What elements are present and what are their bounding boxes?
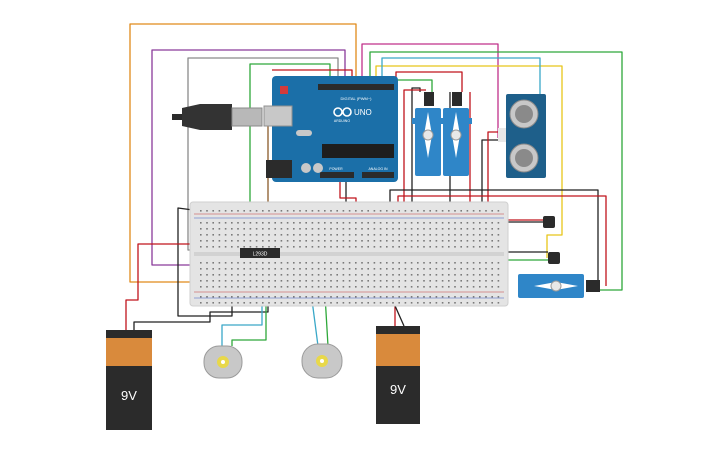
wire-yellow-top — [375, 65, 563, 258]
crystal — [296, 130, 312, 136]
analog-header — [362, 172, 394, 178]
battery-9v: 9V — [376, 326, 420, 424]
analog-header-label: ANALOG IN — [368, 167, 388, 171]
ultrasonic-sensor — [498, 94, 546, 178]
power-header — [320, 172, 354, 178]
wire-magenta-top — [361, 43, 499, 138]
dc-motor — [203, 345, 243, 379]
wire-green-top — [369, 51, 623, 291]
wire-red-servo1 — [403, 89, 426, 212]
wire-red-servo2 — [395, 71, 463, 92]
battery-9v: 9V — [106, 330, 152, 430]
servo-motor — [412, 92, 444, 176]
breadboard-channel — [194, 252, 504, 256]
breadboard — [189, 201, 509, 307]
usb-cable — [172, 114, 182, 120]
wire-purple-long — [151, 49, 346, 266]
push-button[interactable] — [548, 252, 560, 264]
push-button[interactable] — [543, 216, 555, 228]
digital-header — [318, 84, 394, 90]
usb-port — [263, 105, 293, 127]
wire-orange-long — [129, 23, 357, 283]
wire-red-bat1 — [125, 243, 240, 332]
dc-motor — [301, 343, 343, 379]
driver-ic-label: L293D — [253, 252, 268, 258]
servo-motor — [440, 92, 472, 176]
breadboard-holes — [200, 210, 500, 304]
battery-label: 9V — [390, 382, 406, 397]
wire-black-right — [389, 189, 599, 280]
capacitor — [301, 163, 311, 173]
power-jack — [266, 160, 292, 178]
motor-driver-ic: L293D — [240, 248, 280, 258]
servo-motor — [518, 274, 600, 298]
power-header-label: POWER — [329, 167, 343, 171]
model-label: UNO — [354, 108, 372, 117]
microcontroller-chip — [322, 144, 394, 158]
arduino-uno: DIGITAL (PWM~) UNO ARDUINO POWER ANALOG … — [172, 76, 398, 182]
usb-plug — [182, 104, 232, 130]
usb-connector — [231, 107, 263, 127]
reset-button[interactable] — [280, 86, 288, 94]
capacitor — [313, 163, 323, 173]
arduino-logo-icon — [333, 107, 352, 117]
battery-label: 9V — [121, 388, 137, 403]
brand-label: ARDUINO — [334, 119, 350, 123]
wire-cyan-top — [381, 57, 541, 96]
digital-header-label: DIGITAL (PWM~) — [341, 96, 373, 101]
